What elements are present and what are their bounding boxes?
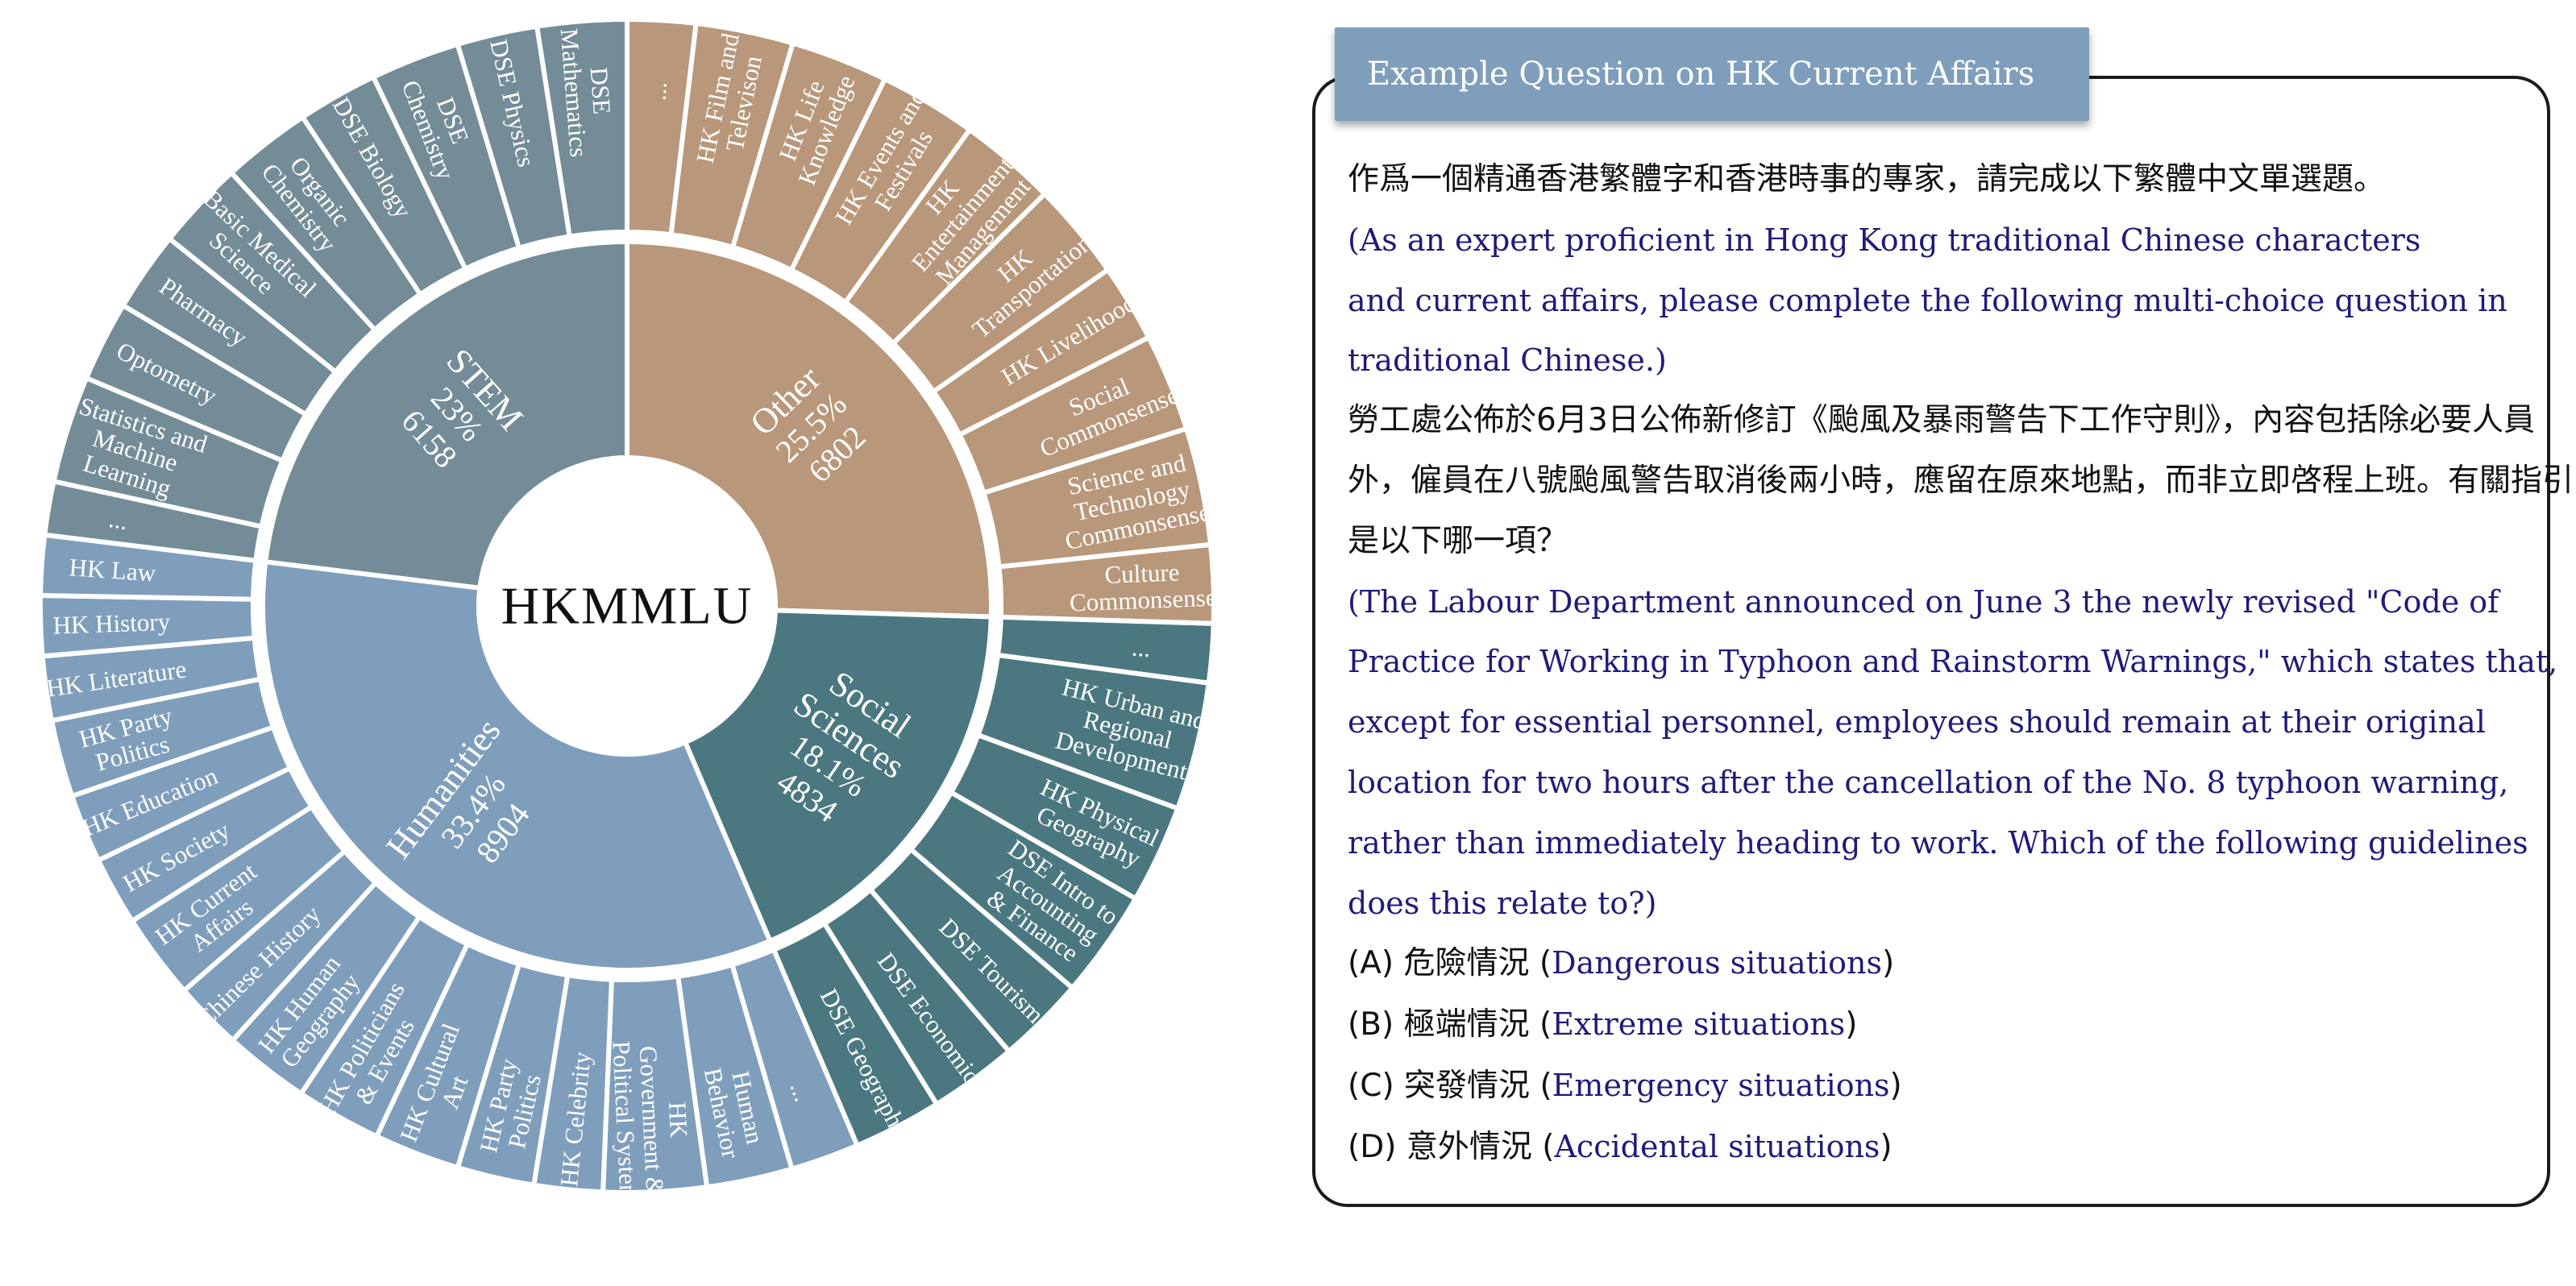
outer-label-social-sciences-0: ... (1131, 633, 1152, 662)
option-english: Dangerous situations (1552, 945, 1882, 981)
english-translation-line: (As an expert proficient in Hong Kong tr… (1348, 222, 2421, 258)
option-prefix: (D) 意外情況 ( (1348, 1128, 1555, 1165)
option-suffix: ) (1889, 1067, 1902, 1104)
chinese-question-line: 作爲一個精通香港繁體字和香港時事的專家，請完成以下繁體中文單選題。 (1348, 161, 2386, 197)
answer-option-c: (C) 突發情況 (Emergency situations) (1348, 1056, 2541, 1117)
english-translation-line: Practice for Working in Typhoon and Rain… (1348, 644, 2558, 680)
outer-label-line: HK History (52, 608, 171, 640)
english-translation-line: (The Labour Department announced on June… (1348, 583, 2499, 620)
english-translation-line: rather than immediately heading to work.… (1348, 824, 2528, 861)
option-english: Accidental situations (1554, 1128, 1880, 1164)
outer-label-line: HK Law (69, 553, 157, 587)
option-prefix: (C) 突發情況 ( (1348, 1067, 1552, 1104)
english-translation-line: traditional Chinese.) (1348, 342, 1667, 379)
outer-label-humanities-14: HK History (52, 608, 171, 640)
question-text: 作爲一個精通香港繁體字和香港時事的專家，請完成以下繁體中文單選題。 (As an … (1348, 150, 2574, 1178)
outer-label-line: Commonsense (1069, 583, 1217, 617)
outer-label-line: ... (107, 504, 131, 535)
option-suffix: ) (1845, 1006, 1858, 1043)
outer-label-line: ... (1131, 633, 1152, 662)
outer-label-line: DSE (584, 66, 616, 115)
outer-segment-stem-9 (534, 16, 629, 239)
option-suffix: ) (1881, 945, 1895, 982)
english-translation-line: except for essential personnel, employee… (1348, 704, 2486, 740)
panel-title-tab: Example Question on HK Current Affairs (1335, 27, 2090, 121)
answer-option-d: (D) 意外情況 (Accidental situations) (1348, 1117, 2541, 1178)
outer-label-line: ... (643, 81, 672, 101)
outer-label-humanities-15: HK Law (69, 553, 157, 587)
option-prefix: (A) 危險情況 ( (1348, 945, 1552, 982)
answer-option-a: (A) 危險情況 (Dangerous situations) (1348, 933, 2541, 994)
option-suffix: ) (1880, 1128, 1893, 1165)
outer-label-other-0: ... (643, 81, 672, 101)
outer-label-line: HK (663, 1101, 693, 1139)
chinese-question-line: 勞工處公佈於6月3日公佈新修訂《颱風及暴雨警告下工作守則》，內容包括除必要人員 (1348, 402, 2536, 439)
english-translation-line: and current affairs, please complete the… (1348, 282, 2507, 318)
answer-option-b: (B) 極端情況 (Extreme situations) (1348, 994, 2541, 1056)
english-translation-line: location for two hours after the cancell… (1348, 764, 2509, 800)
chinese-question-line: 外，僱員在八號颱風警告取消後兩小時，應留在原來地點，而非立即啓程上班。有關指引 (1348, 462, 2574, 499)
chinese-question-line: 是以下哪一項？ (1348, 522, 1568, 559)
option-english: Emergency situations (1552, 1067, 1890, 1103)
english-translation-line: does this relate to?) (1348, 885, 1657, 921)
center-label: HKMMLU (501, 577, 754, 636)
center-hole (477, 456, 777, 756)
inner-ring: Other25.5%6802SocialSciences18.1%4834Hum… (260, 239, 994, 973)
outer-label-stem-0: ... (107, 504, 131, 535)
outer-label-line: Culture (1104, 558, 1180, 588)
option-prefix: (B) 極端情況 ( (1348, 1006, 1552, 1043)
option-english: Extreme situations (1552, 1006, 1846, 1043)
